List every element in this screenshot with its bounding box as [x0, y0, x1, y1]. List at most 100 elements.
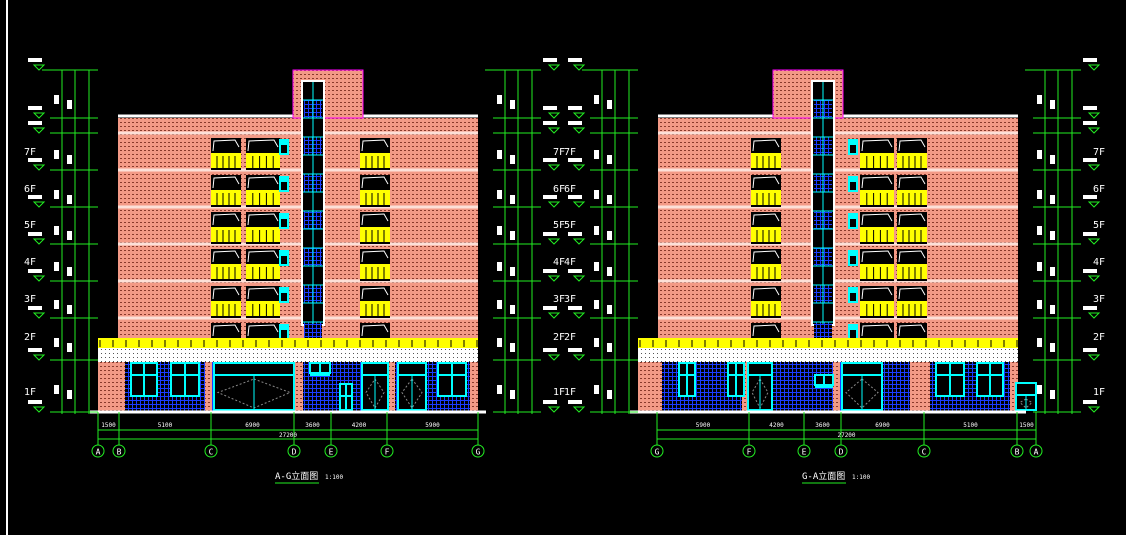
- level-value: [568, 58, 582, 62]
- balcony-rail: [897, 153, 927, 168]
- balcony-rail: [360, 301, 390, 316]
- segment-dimension: 5900: [425, 422, 440, 429]
- dimension-value: [607, 267, 612, 276]
- segment-dimension: 3600: [305, 422, 320, 429]
- axis-label: D: [839, 448, 844, 457]
- axis-bubble: [112, 444, 126, 458]
- level-value: [543, 348, 557, 352]
- window-sash: [898, 324, 926, 337]
- window-sash: [212, 250, 240, 263]
- floor-label: 3F: [553, 294, 565, 305]
- level-value: [28, 232, 42, 236]
- window-sash: [752, 287, 780, 300]
- level-marker-icon: [572, 238, 586, 245]
- level-value: [1083, 269, 1097, 273]
- level-value: [1083, 58, 1097, 62]
- level-marker-icon: [547, 354, 561, 361]
- canopy-fascia: [98, 348, 478, 362]
- level-value: [28, 121, 42, 125]
- dimension-value: [1037, 262, 1042, 271]
- floor-label: 6F: [553, 184, 565, 195]
- floor-label: 2F: [1093, 332, 1105, 343]
- window-sash: [212, 213, 240, 226]
- balcony-rail: [751, 153, 781, 168]
- axis-label: C: [922, 448, 927, 457]
- level-marker-icon: [32, 164, 46, 171]
- floor-label: 4F: [24, 257, 36, 268]
- balcony-rail: [751, 301, 781, 316]
- window-sash: [752, 250, 780, 263]
- dimension-value: [67, 231, 72, 240]
- window-sash: [247, 324, 279, 337]
- balcony-rail: [860, 153, 894, 168]
- segment-dimension: 1500: [101, 422, 116, 429]
- level-value: [543, 232, 557, 236]
- axis-bubble: [797, 444, 811, 458]
- dimension-value: [1037, 226, 1042, 235]
- axis-bubble: [91, 444, 105, 458]
- elevation-title: G-A立面图: [802, 470, 845, 482]
- dimension-value: [594, 150, 599, 159]
- level-marker-icon: [547, 112, 561, 119]
- window-sash: [861, 324, 893, 337]
- balcony-rail: [360, 190, 390, 205]
- level-marker-icon: [572, 164, 586, 171]
- dimension-value: [67, 155, 72, 164]
- window-sash: [861, 139, 893, 152]
- level-marker-icon: [547, 127, 561, 134]
- dimension-value: [54, 226, 59, 235]
- floor-label: 5F: [564, 220, 576, 231]
- axis-bubble: [380, 444, 394, 458]
- axis-bubble: [650, 444, 664, 458]
- balcony-rail: [211, 264, 241, 279]
- dimension-value: [497, 385, 502, 394]
- floor-label: 2F: [564, 332, 576, 343]
- level-marker-icon: [572, 127, 586, 134]
- floor-label: 2F: [24, 332, 36, 343]
- dimension-value: [594, 95, 599, 104]
- level-value: [543, 269, 557, 273]
- floor-label: 3F: [24, 294, 36, 305]
- balcony-rail: [897, 190, 927, 205]
- dimension-value: [510, 267, 515, 276]
- dimension-value: [1050, 305, 1055, 314]
- window-sash: [861, 250, 893, 263]
- window-sash: [361, 176, 389, 189]
- level-marker-icon: [32, 275, 46, 282]
- window-sash: [752, 139, 780, 152]
- window-sash: [361, 213, 389, 226]
- level-value: [543, 121, 557, 125]
- level-marker-icon: [32, 238, 46, 245]
- window-sash: [247, 139, 279, 152]
- axis-label: F: [747, 448, 752, 457]
- balcony-rail: [211, 227, 241, 242]
- window-sash: [247, 250, 279, 263]
- dimension-value: [497, 262, 502, 271]
- level-value: [28, 58, 42, 62]
- level-marker-icon: [1087, 64, 1101, 71]
- axis-label: A: [1034, 448, 1039, 457]
- floor-label: 1F: [1093, 387, 1105, 398]
- floor-label: 7F: [564, 147, 576, 158]
- balcony-rail: [897, 264, 927, 279]
- level-marker-icon: [547, 406, 561, 413]
- balcony-rail: [751, 227, 781, 242]
- dimension-value: [67, 100, 72, 109]
- level-value: [1083, 348, 1097, 352]
- level-marker-icon: [572, 64, 586, 71]
- window-sash: [212, 176, 240, 189]
- front-elevation: 1F2F3F4F5F6F7F1F2F3F4F5F6F7FA1500B5100C6…: [24, 58, 565, 484]
- window-sash: [212, 287, 240, 300]
- segment-dimension: 5100: [963, 422, 978, 429]
- dimension-value: [497, 95, 502, 104]
- dimension-value: [497, 150, 502, 159]
- small-window-pane: [281, 293, 287, 301]
- axis-label: C: [209, 448, 214, 457]
- window-sash: [752, 213, 780, 226]
- elevation-title: A-G立面图: [275, 470, 318, 482]
- dimension-value: [510, 155, 515, 164]
- window-sash: [898, 213, 926, 226]
- level-marker-icon: [547, 275, 561, 282]
- dimension-value: [497, 190, 502, 199]
